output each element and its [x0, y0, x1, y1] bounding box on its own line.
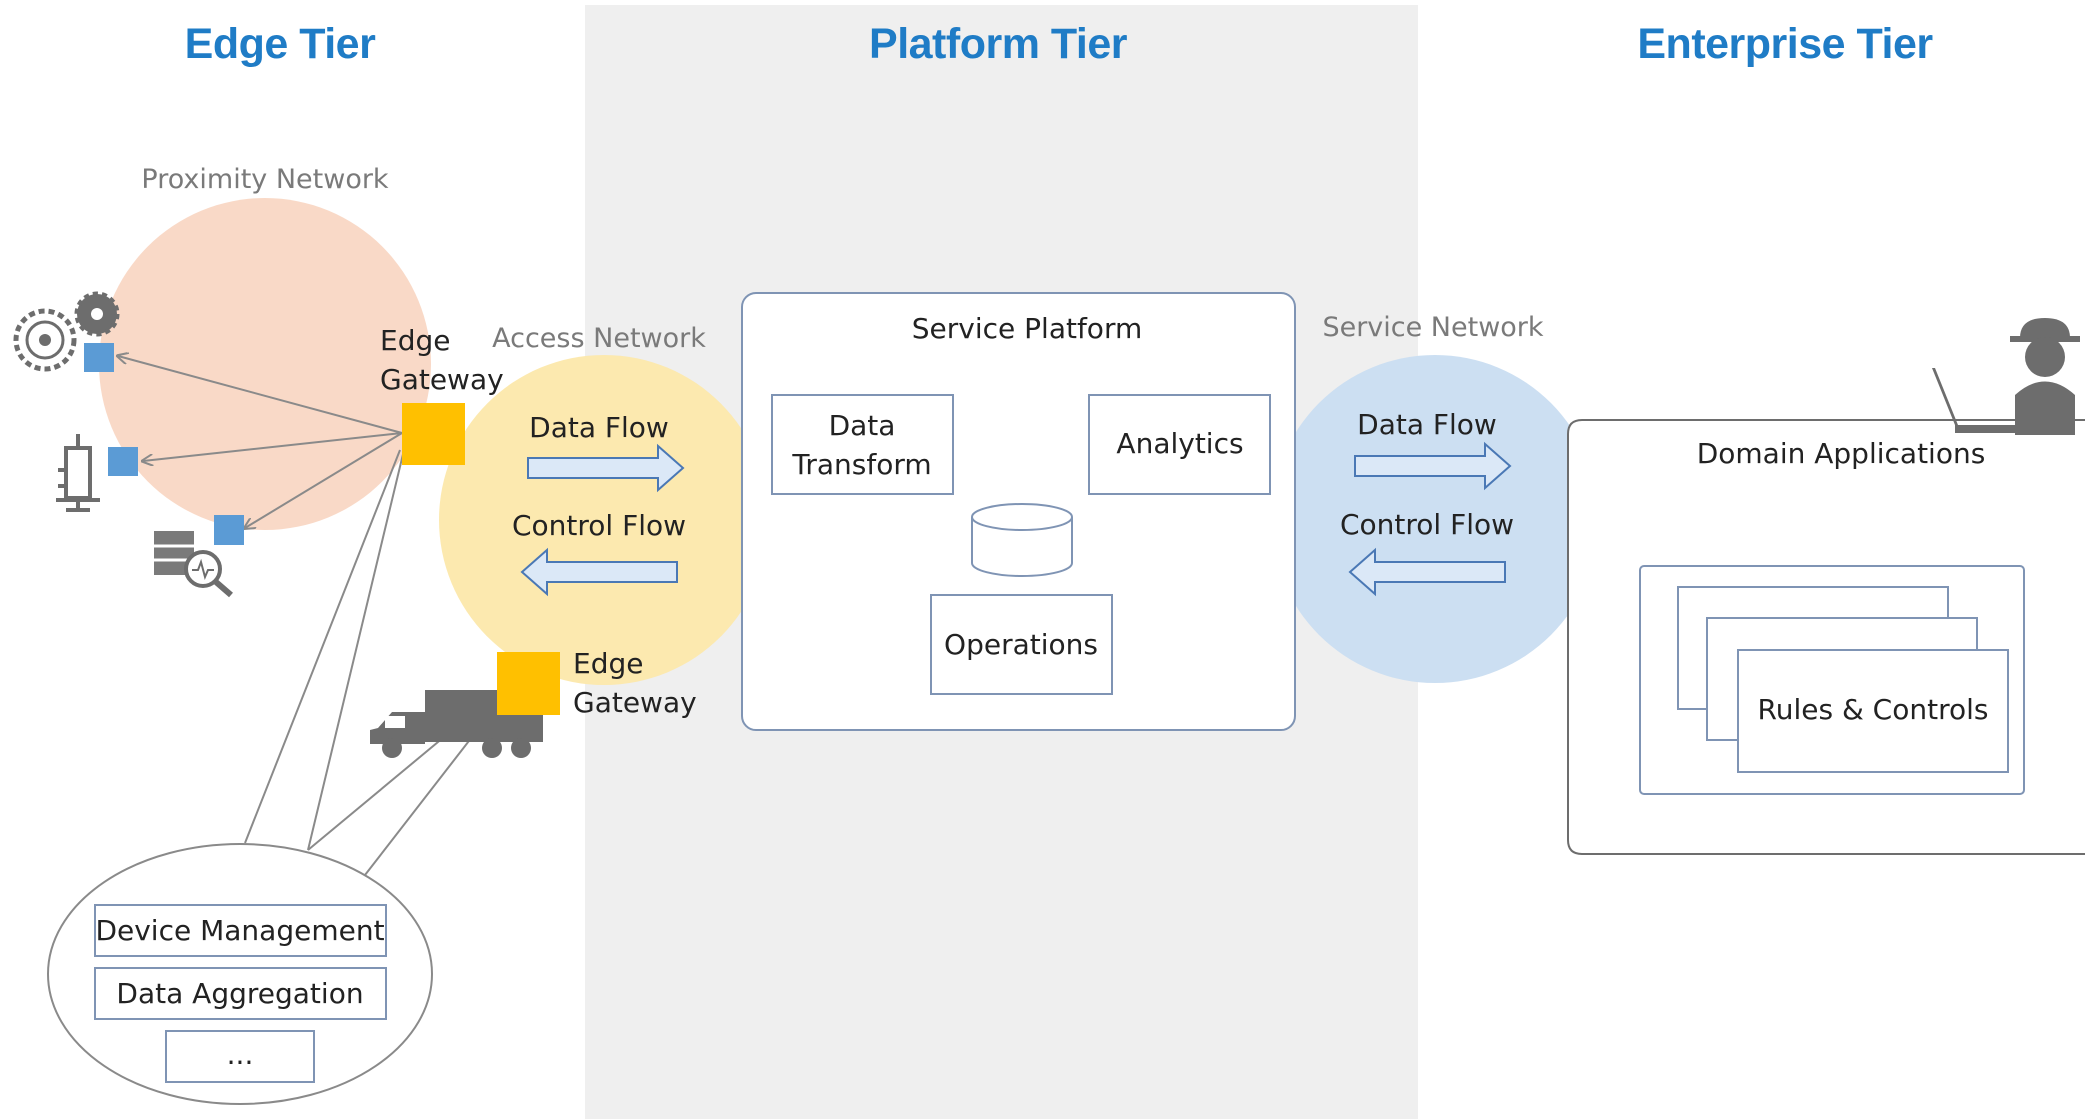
user-laptop-icon	[1932, 318, 2080, 435]
proximity-network-circle	[99, 198, 431, 530]
device-node-syringe	[108, 447, 138, 476]
platform-tier-title: Platform Tier	[869, 20, 1128, 68]
data-aggregation-label: Data Aggregation	[116, 977, 363, 1010]
analytics-label: Analytics	[1116, 427, 1243, 460]
link-gateway-syringe	[143, 432, 403, 461]
edge-tier-title: Edge Tier	[185, 20, 376, 68]
link-gateway1-ellipse-a	[244, 449, 401, 844]
proximity-network-label: Proximity Network	[141, 164, 389, 195]
operations-label: Operations	[944, 628, 1098, 661]
edge-gateway-1	[402, 403, 465, 465]
link-gateway1-ellipse-b	[307, 449, 405, 851]
service-network-label: Service Network	[1322, 312, 1543, 343]
rules-controls-label: Rules & Controls	[1758, 693, 1989, 726]
more-functions-box	[165, 1030, 315, 1083]
operations-box	[930, 594, 1113, 695]
device-node-gears	[84, 343, 114, 372]
access-data-flow-arrow	[527, 443, 685, 493]
service-platform-title: Service Platform	[912, 312, 1142, 345]
domain-applications-label: Domain Applications	[1697, 437, 1986, 470]
service-data-flow-arrow	[1354, 441, 1512, 491]
data-transform-box	[771, 394, 954, 495]
service-control-flow-arrow	[1348, 547, 1506, 597]
link-gateway-monitor	[245, 432, 403, 528]
data-aggregation-box	[94, 967, 387, 1020]
access-control-flow-arrow	[520, 547, 678, 597]
monitor-magnifier-icon	[154, 531, 233, 598]
access-network-circle	[439, 355, 769, 685]
access-data-flow-label: Data Flow	[529, 411, 669, 444]
more-functions-label: ...	[227, 1038, 254, 1071]
access-control-flow-label: Control Flow	[512, 509, 686, 542]
rules-controls-card-front	[1737, 649, 2009, 773]
syringe-icon	[56, 434, 100, 512]
link-gateway-gears	[118, 356, 403, 434]
device-management-label: Device Management	[95, 914, 384, 947]
gears-icon	[13, 291, 120, 372]
analytics-box	[1088, 394, 1271, 495]
enterprise-tier-title: Enterprise Tier	[1637, 20, 1933, 68]
service-network-circle	[1271, 355, 1599, 683]
access-network-label: Access Network	[492, 323, 706, 354]
device-node-monitor	[214, 515, 244, 545]
device-management-box	[94, 904, 387, 957]
service-control-flow-label: Control Flow	[1340, 508, 1514, 541]
edge-gateway-2	[497, 652, 560, 715]
database-icon	[971, 503, 1073, 577]
service-data-flow-label: Data Flow	[1357, 408, 1497, 441]
